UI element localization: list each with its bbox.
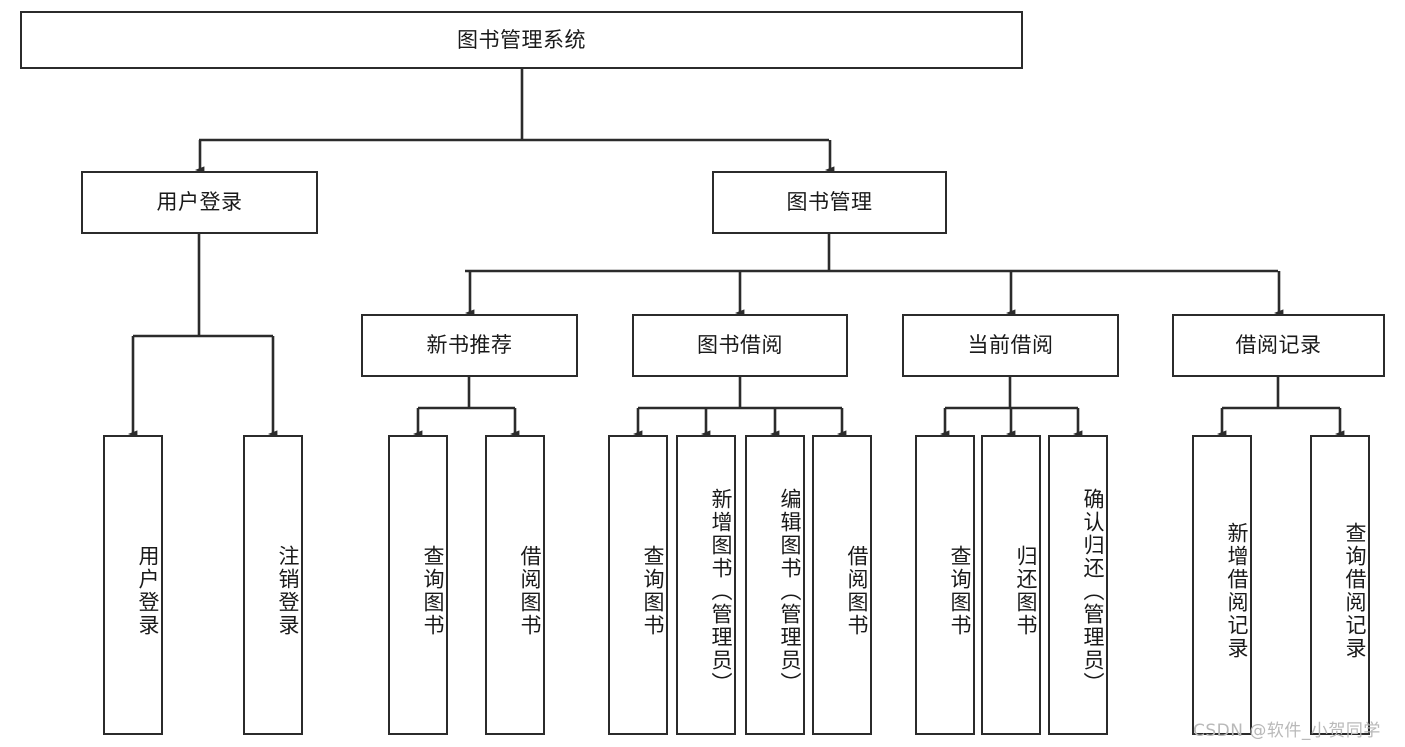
node-leaf-return-book[interactable]: 归还图书 [981, 435, 1041, 735]
node-label: 新书推荐 [426, 333, 513, 358]
node-user-login[interactable]: 用户登录 [81, 171, 318, 234]
node-leaf-query-book-1[interactable]: 查询图书 [388, 435, 448, 735]
node-label: 查询图书 [948, 545, 972, 637]
node-leaf-user-logout[interactable]: 注销登录 [243, 435, 303, 735]
node-leaf-add-record[interactable]: 新增借阅记录 [1192, 435, 1252, 735]
node-root[interactable]: 图书管理系统 [20, 11, 1023, 69]
node-leaf-edit-book[interactable]: 编辑图书（管理员） [745, 435, 805, 735]
node-label: 新增图书（管理员） [709, 487, 733, 695]
node-label: 用户登录 [136, 545, 160, 637]
node-book-manage[interactable]: 图书管理 [712, 171, 947, 234]
node-label: 编辑图书（管理员） [778, 487, 802, 695]
node-label: 注销登录 [276, 545, 300, 637]
node-leaf-confirm-return[interactable]: 确认归还（管理员） [1048, 435, 1108, 735]
node-label: 新增借阅记录 [1225, 522, 1249, 660]
node-leaf-query-book-3[interactable]: 查询图书 [915, 435, 975, 735]
node-label: 图书借阅 [697, 333, 783, 358]
node-leaf-add-book[interactable]: 新增图书（管理员） [676, 435, 736, 735]
node-label: 查询图书 [641, 545, 665, 637]
node-label: 当前借阅 [967, 333, 1054, 358]
node-label: 确认归还（管理员） [1081, 487, 1105, 695]
node-label: 图书管理系统 [457, 27, 586, 52]
node-book-borrow[interactable]: 图书借阅 [632, 314, 848, 377]
node-label: 查询借阅记录 [1343, 522, 1367, 660]
node-leaf-query-book-2[interactable]: 查询图书 [608, 435, 668, 735]
node-new-book-recommend[interactable]: 新书推荐 [361, 314, 578, 377]
node-label: 用户登录 [156, 190, 243, 215]
node-leaf-query-record[interactable]: 查询借阅记录 [1310, 435, 1370, 735]
node-leaf-borrow-book-2[interactable]: 借阅图书 [812, 435, 872, 735]
node-label: 借阅记录 [1235, 333, 1322, 358]
node-label: 借阅图书 [845, 545, 869, 637]
node-label: 查询图书 [421, 545, 445, 637]
node-label: 图书管理 [786, 190, 873, 215]
node-borrow-record[interactable]: 借阅记录 [1172, 314, 1385, 377]
node-label: 归还图书 [1014, 545, 1038, 637]
node-current-borrow[interactable]: 当前借阅 [902, 314, 1119, 377]
node-label: 借阅图书 [518, 545, 542, 637]
node-leaf-user-login[interactable]: 用户登录 [103, 435, 163, 735]
watermark-text: CSDN @软件_小贺同学 [1193, 721, 1381, 741]
node-leaf-borrow-book-1[interactable]: 借阅图书 [485, 435, 545, 735]
